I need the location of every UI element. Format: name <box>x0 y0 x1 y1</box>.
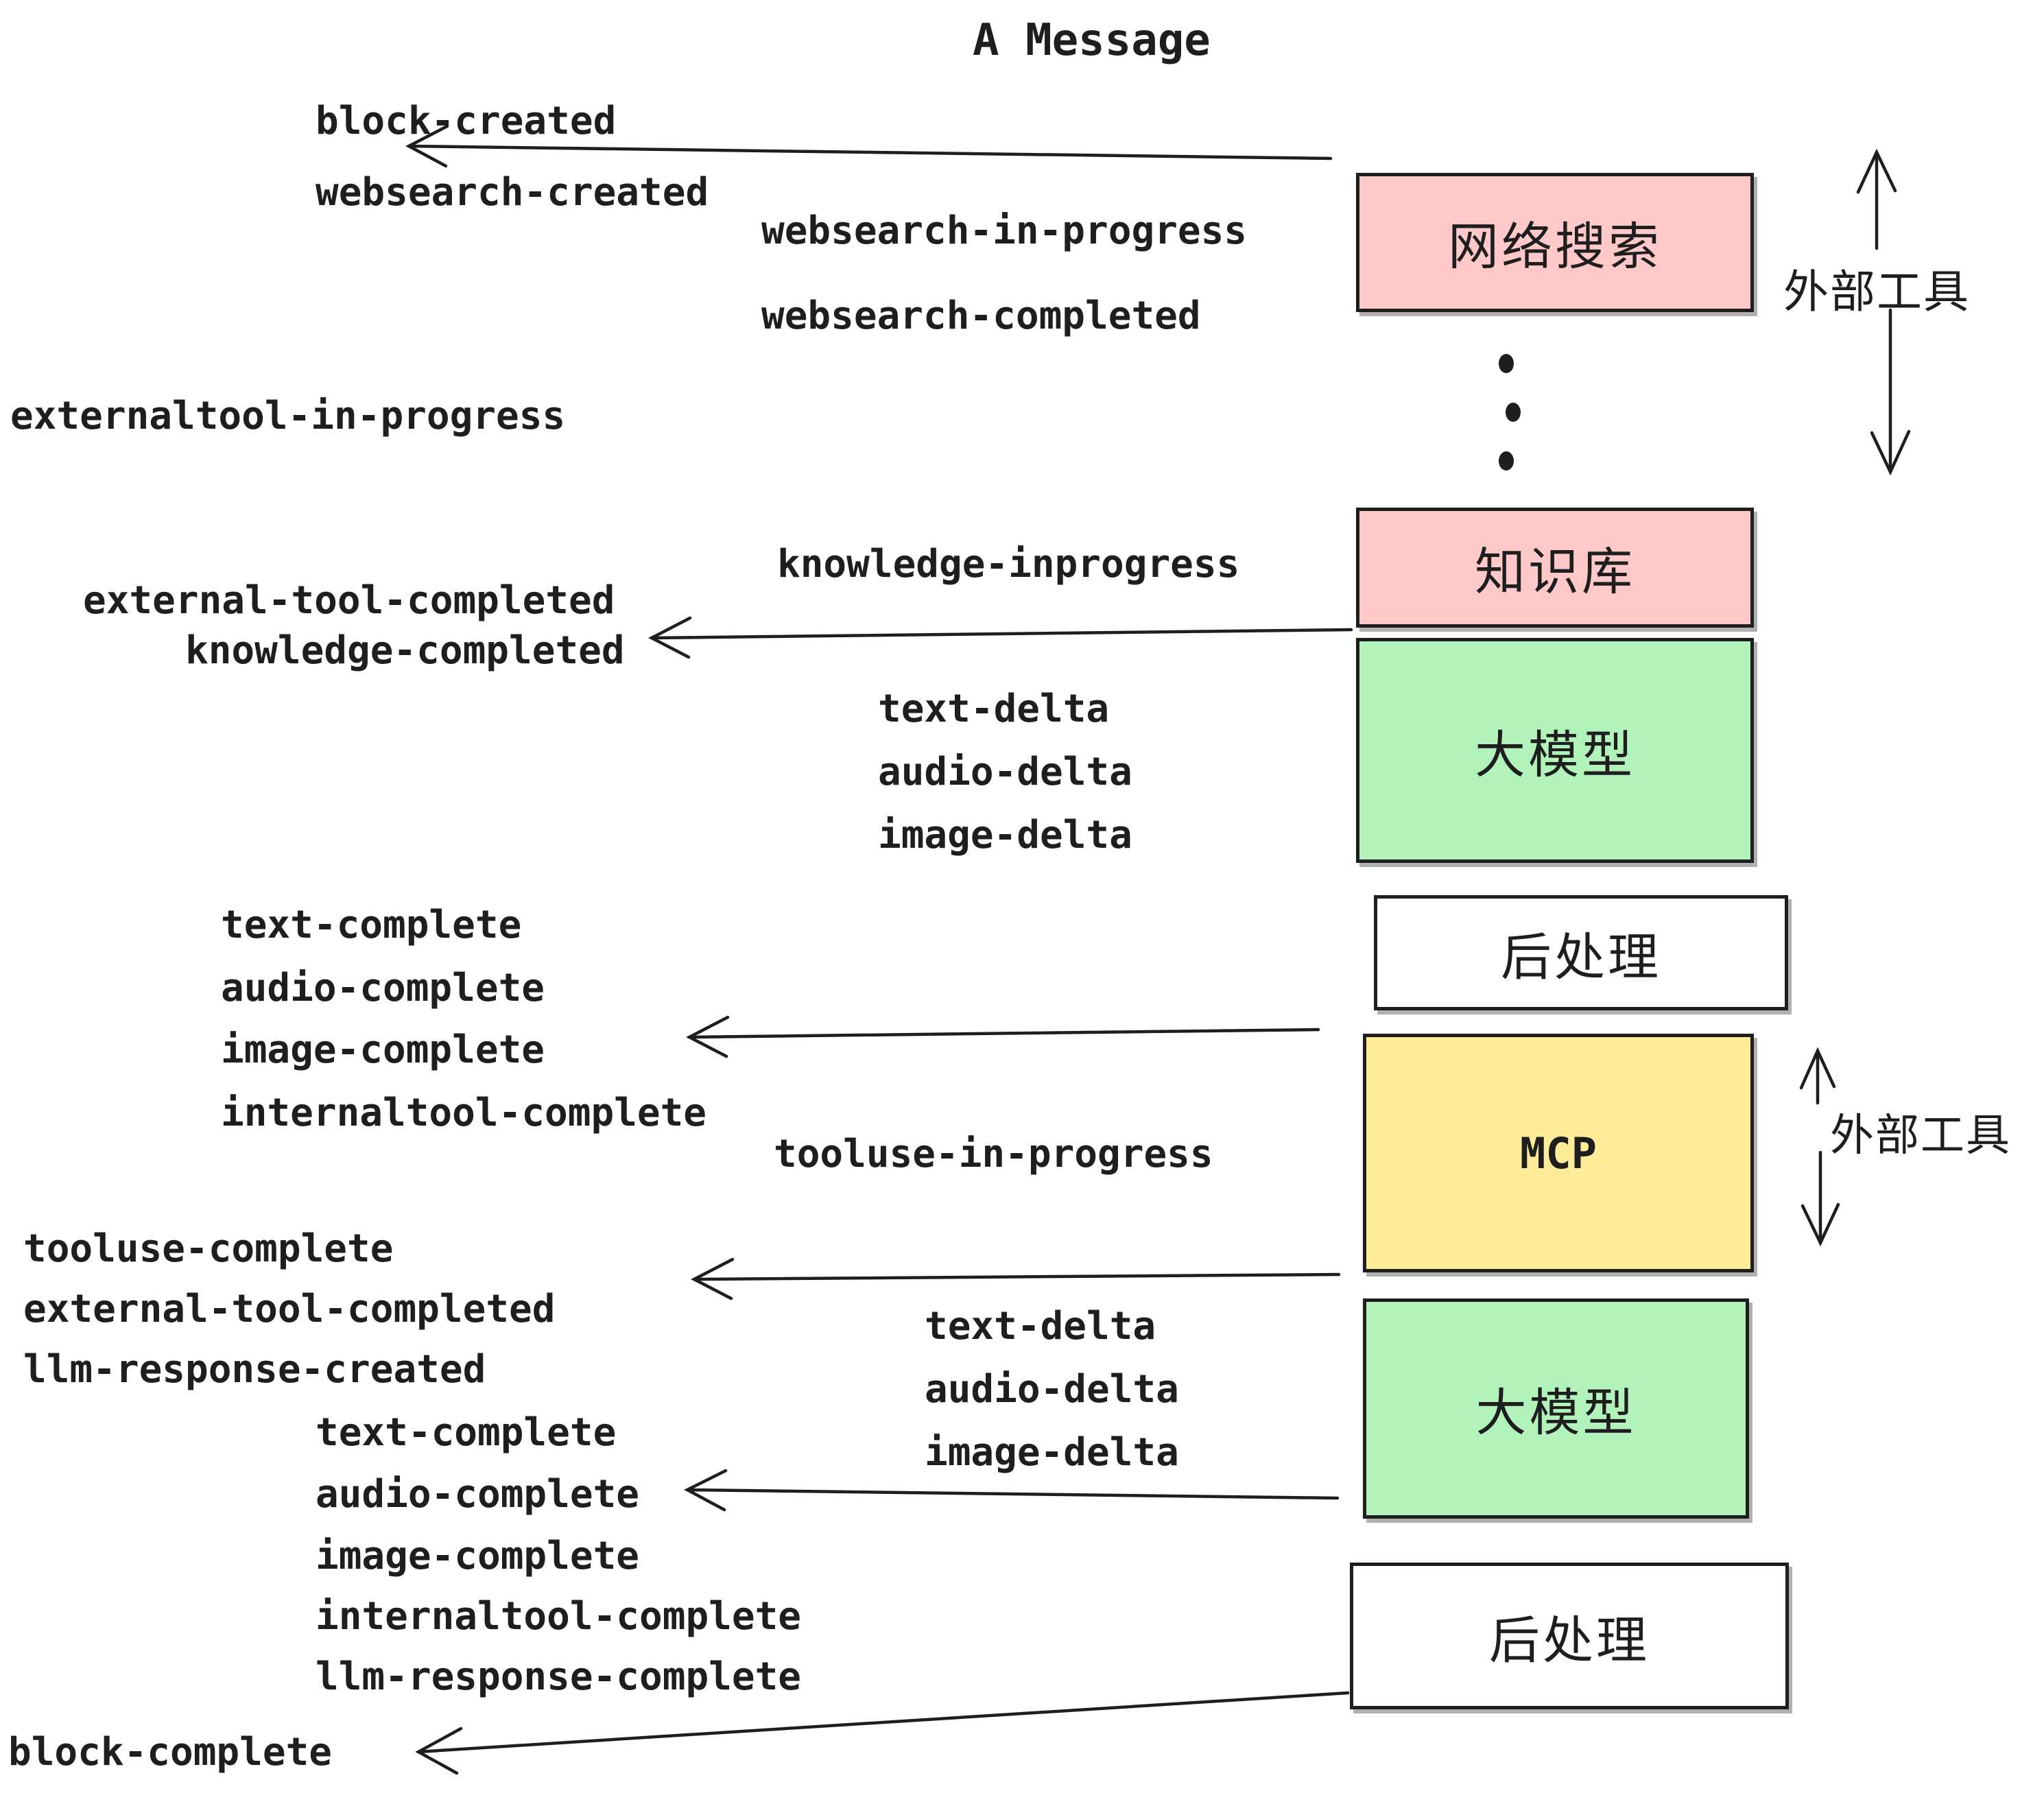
box-websearch-label: 网络搜索 <box>1448 218 1662 275</box>
box-postprocess-2-label: 后处理 <box>1489 1611 1650 1669</box>
event-internaltool-complete: internaltool-complete <box>221 1091 707 1135</box>
arrow-image-complete <box>686 1015 1320 1058</box>
box-mcp: MCP <box>1363 1034 1754 1272</box>
box-websearch: 网络搜索 <box>1356 173 1754 312</box>
box-postprocess-2: 后处理 <box>1350 1563 1789 1709</box>
event-text-delta-2: text-delta <box>925 1304 1156 1349</box>
arrow-audio-complete <box>684 1469 1340 1512</box>
event-external-tool-completed-2: external-tool-completed <box>23 1287 556 1331</box>
event-block-complete: block-complete <box>8 1730 333 1775</box>
event-websearch-created: websearch-created <box>316 170 709 215</box>
box-postprocess-1: 后处理 <box>1374 895 1788 1010</box>
arrow-external-tools-down <box>1870 308 1911 476</box>
event-audio-complete-2: audio-complete <box>316 1472 640 1517</box>
event-websearch-completed: websearch-completed <box>761 294 1201 338</box>
arrow-external-tools-mcp-up <box>1799 1047 1836 1105</box>
event-text-delta: text-delta <box>878 687 1110 731</box>
arrow-external-tools-up <box>1856 148 1897 250</box>
event-internaltool-complete-2: internaltool-complete <box>316 1594 802 1639</box>
event-knowledge-inprogress: knowledge-inprogress <box>777 542 1240 586</box>
arrow-knowledge-completed <box>648 616 1353 659</box>
box-knowledge: 知识库 <box>1356 508 1754 628</box>
box-postprocess-1-label: 后处理 <box>1501 928 1661 986</box>
event-tooluse-complete: tooluse-complete <box>23 1226 394 1271</box>
box-llm-2-label: 大模型 <box>1475 1384 1637 1441</box>
event-external-tool-completed: external-tool-completed <box>83 578 615 623</box>
event-llm-response-created: llm-response-created <box>23 1347 486 1392</box>
box-mcp-label: MCP <box>1520 1128 1597 1178</box>
event-image-delta: image-delta <box>878 813 1132 857</box>
arrow-external-tools-mcp-down <box>1801 1150 1840 1247</box>
event-image-complete-2: image-complete <box>316 1534 640 1578</box>
event-audio-delta-2: audio-delta <box>925 1367 1179 1412</box>
event-image-complete: image-complete <box>221 1028 545 1072</box>
box-llm-1: 大模型 <box>1356 638 1754 863</box>
event-externaltool-in-progress: externaltool-in-progress <box>10 394 566 438</box>
label-external-tools-mcp: 外部工具 <box>1830 1111 2011 1160</box>
event-knowledge-completed: knowledge-completed <box>185 628 625 673</box>
box-llm-2: 大模型 <box>1363 1298 1749 1519</box>
event-image-delta-2: image-delta <box>925 1430 1179 1475</box>
event-block-created: block-created <box>316 99 617 143</box>
diagram-title: A Message <box>973 15 1211 66</box>
event-audio-delta: audio-delta <box>878 750 1132 794</box>
box-knowledge-label: 知识库 <box>1475 543 1635 600</box>
ellipsis-dots <box>1499 354 1521 471</box>
event-text-complete-2: text-complete <box>316 1410 617 1455</box>
label-external-tools-top: 外部工具 <box>1783 266 1970 317</box>
event-audio-complete: audio-complete <box>221 966 545 1010</box>
event-tooluse-in-progress: tooluse-in-progress <box>774 1132 1213 1176</box>
event-llm-response-complete: llm-response-complete <box>316 1654 802 1699</box>
event-websearch-in-progress: websearch-in-progress <box>761 209 1248 253</box>
arrow-tooluse-complete <box>691 1257 1341 1301</box>
arrow-block-complete <box>415 1691 1350 1775</box>
box-llm-1-label: 大模型 <box>1475 726 1635 783</box>
event-text-complete: text-complete <box>221 903 522 947</box>
